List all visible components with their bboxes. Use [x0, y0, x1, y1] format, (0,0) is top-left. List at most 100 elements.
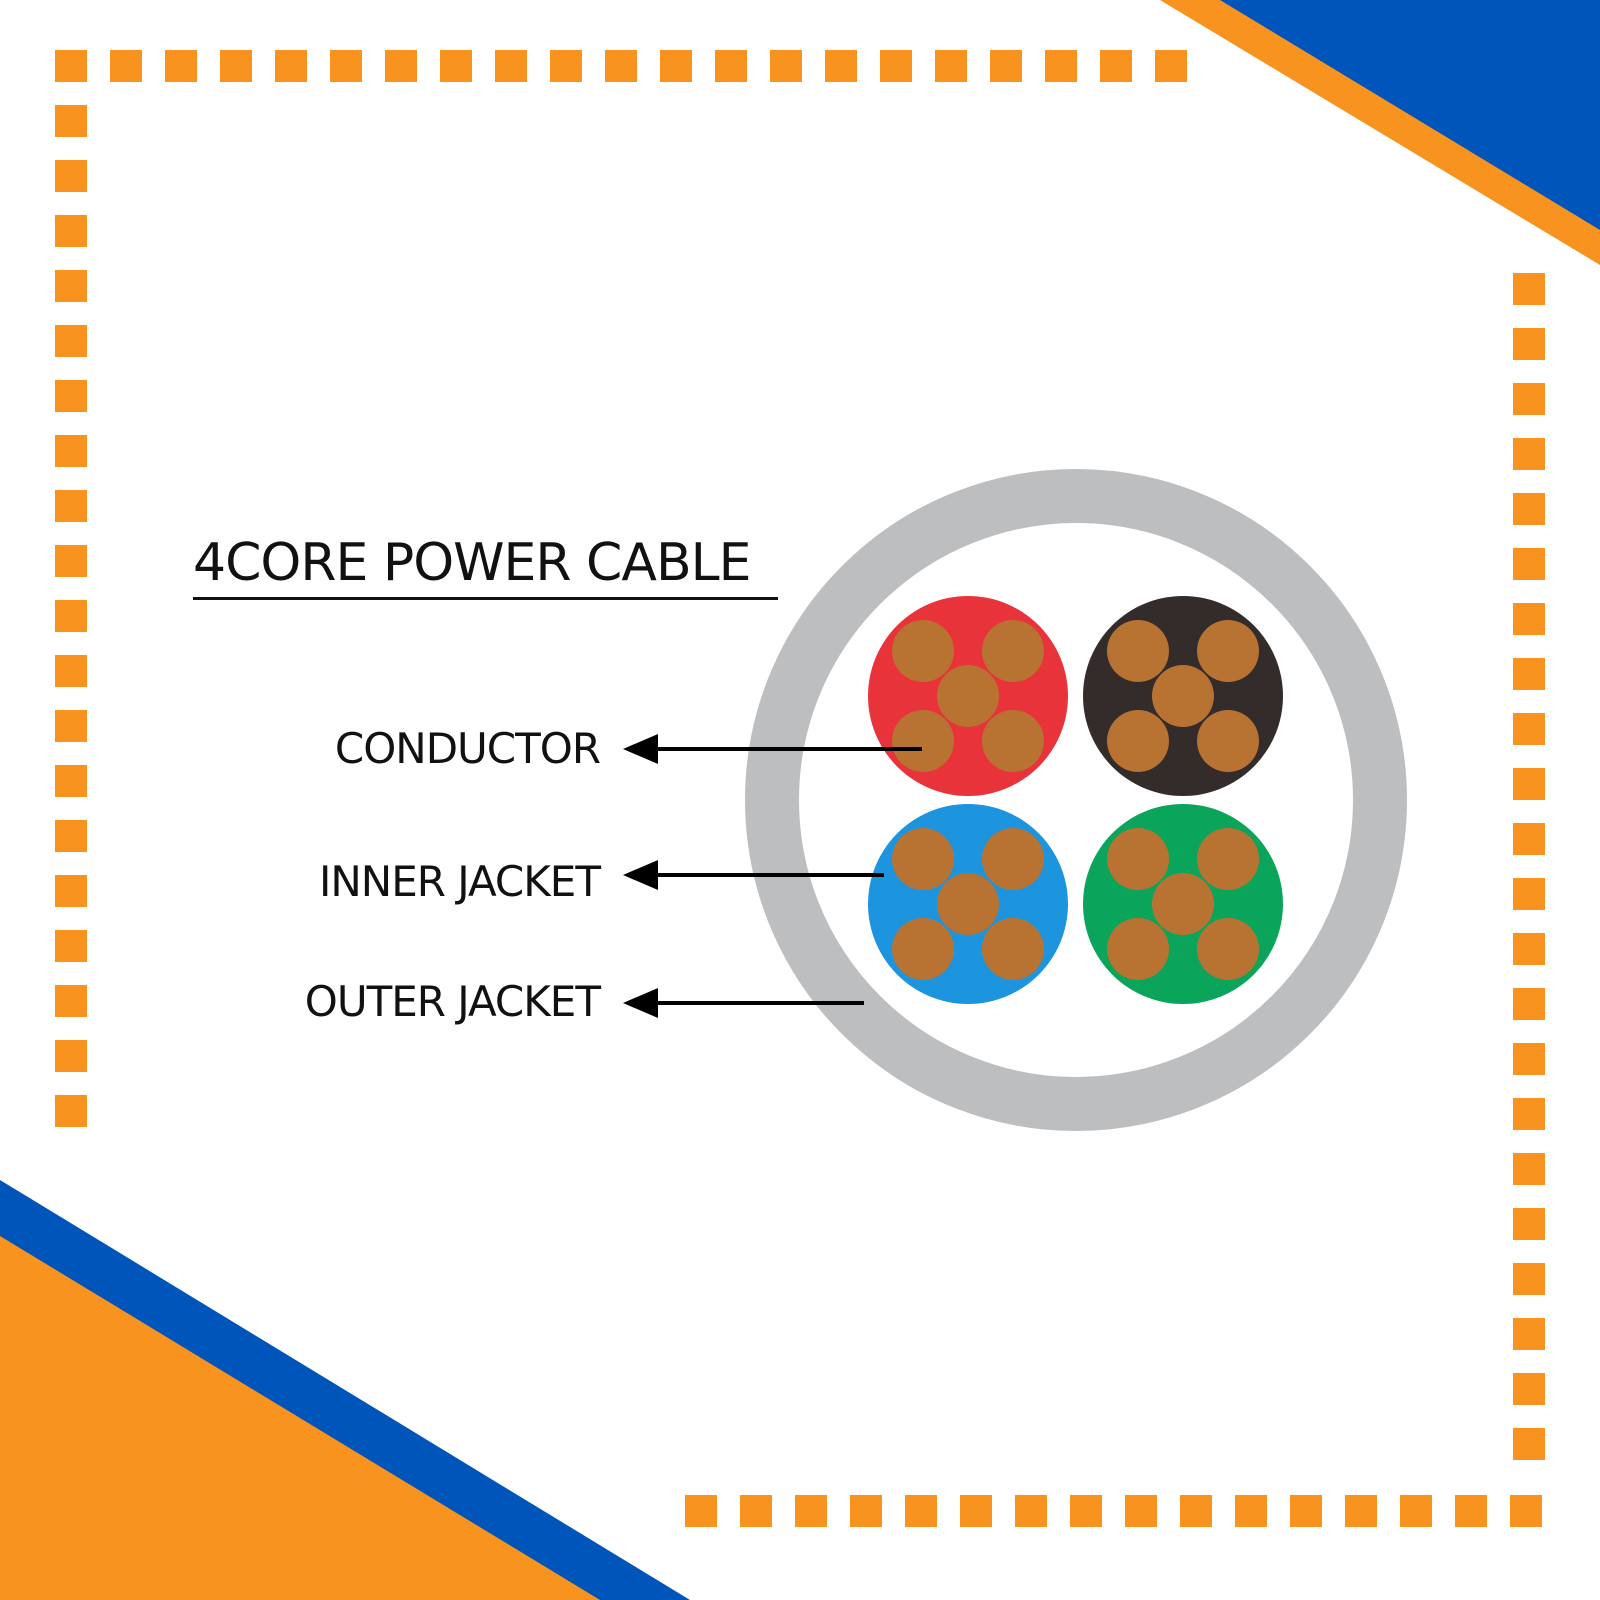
frame-dash-left: [55, 875, 87, 907]
conductor-strand: [937, 873, 999, 935]
frame-dash-bottom: [960, 1495, 992, 1527]
conductor-strand: [982, 620, 1044, 682]
outer-jacket-label: OUTER JACKET: [304, 977, 601, 1026]
frame-dash-top: [550, 50, 582, 82]
frame-dash-bottom: [1455, 1495, 1487, 1527]
frame-dash-right: [1513, 713, 1545, 745]
frame-dash-left: [55, 215, 87, 247]
conductor-strand: [892, 828, 954, 890]
conductor-strand: [982, 828, 1044, 890]
frame-dash-left: [55, 765, 87, 797]
frame-dash-top: [770, 50, 802, 82]
frame-dash-left: [55, 270, 87, 302]
corner-decoration-bottom-left: [0, 1180, 690, 1600]
frame-dash-top: [165, 50, 197, 82]
frame-dash-right: [1513, 768, 1545, 800]
conductor-strand: [1107, 620, 1169, 682]
conductor-strand: [892, 710, 954, 772]
frame-dash-bottom: [905, 1495, 937, 1527]
conductor-label: CONDUCTOR: [334, 724, 601, 773]
core-blue: [868, 804, 1068, 1004]
conductor-strand: [1107, 710, 1169, 772]
conductor-strand: [1107, 918, 1169, 980]
frame-dash-right: [1513, 933, 1545, 965]
frame-dash-top: [1155, 50, 1187, 82]
conductor-strand: [982, 710, 1044, 772]
frame-dash-bottom: [1125, 1495, 1157, 1527]
cores: [868, 596, 1283, 1004]
conductor-strand: [1107, 828, 1169, 890]
frame-dash-left: [55, 380, 87, 412]
cable-cross-section: [745, 469, 1407, 1131]
conductor-strand: [937, 665, 999, 727]
conductor-strand: [892, 918, 954, 980]
frame-dash-top: [495, 50, 527, 82]
frame-dash-top: [715, 50, 747, 82]
frame-dash-right: [1513, 1098, 1545, 1130]
frame-dash-bottom: [1015, 1495, 1047, 1527]
frame-dash-left: [55, 1095, 87, 1127]
conductor-strand: [1152, 665, 1214, 727]
dashed-frame: [55, 50, 1545, 1527]
frame-dash-top: [385, 50, 417, 82]
frame-dash-top: [1045, 50, 1077, 82]
frame-dash-left: [55, 545, 87, 577]
frame-dash-left: [55, 655, 87, 687]
frame-dash-bottom: [1510, 1495, 1542, 1527]
conductor-strand: [1197, 710, 1259, 772]
frame-dash-right: [1513, 1318, 1545, 1350]
frame-dash-top: [825, 50, 857, 82]
frame-dash-right: [1513, 658, 1545, 690]
frame-dash-top: [55, 50, 87, 82]
frame-dash-right: [1513, 548, 1545, 580]
outer-jacket-arrow: [623, 988, 864, 1018]
frame-dash-top: [440, 50, 472, 82]
outer-jacket-ring: [745, 469, 1407, 1131]
title-underline: [193, 597, 778, 600]
frame-dash-top: [605, 50, 637, 82]
frame-dash-bottom: [740, 1495, 772, 1527]
frame-dash-right: [1513, 1208, 1545, 1240]
frame-dash-left: [55, 710, 87, 742]
frame-dash-bottom: [1180, 1495, 1212, 1527]
frame-dash-right: [1513, 988, 1545, 1020]
frame-dash-bottom: [1290, 1495, 1322, 1527]
inner-jacket-arrow: [623, 860, 884, 890]
frame-dash-right: [1513, 1153, 1545, 1185]
frame-dash-top: [880, 50, 912, 82]
frame-dash-right: [1513, 273, 1545, 305]
conductor-strand: [982, 918, 1044, 980]
frame-dash-top: [660, 50, 692, 82]
frame-dash-right: [1513, 878, 1545, 910]
conductor-strand: [1197, 620, 1259, 682]
frame-dash-left: [55, 985, 87, 1017]
frame-dash-bottom: [685, 1495, 717, 1527]
frame-dash-right: [1513, 1263, 1545, 1295]
frame-dash-left: [55, 490, 87, 522]
conductor-strand: [892, 620, 954, 682]
page-title: 4CORE POWER CABLE: [193, 533, 751, 593]
frame-dash-top: [110, 50, 142, 82]
frame-dash-top: [1100, 50, 1132, 82]
frame-dash-left: [55, 325, 87, 357]
frame-dash-right: [1513, 823, 1545, 855]
frame-dash-left: [55, 820, 87, 852]
frame-dash-left: [55, 1040, 87, 1072]
frame-dash-top: [330, 50, 362, 82]
frame-dash-bottom: [795, 1495, 827, 1527]
corner-blue-triangle-top: [1220, 0, 1600, 230]
frame-dash-left: [55, 600, 87, 632]
leader-arrows: [623, 734, 922, 1018]
conductor-strand: [1197, 918, 1259, 980]
corner-orange-triangle-bottom: [0, 1236, 600, 1600]
conductor-strand: [1152, 873, 1214, 935]
frame-dash-right: [1513, 438, 1545, 470]
conductor-strand: [1197, 828, 1259, 890]
frame-dash-top: [275, 50, 307, 82]
frame-dash-bottom: [1070, 1495, 1102, 1527]
frame-dash-left: [55, 435, 87, 467]
frame-dash-left: [55, 930, 87, 962]
frame-dash-bottom: [1400, 1495, 1432, 1527]
frame-dash-right: [1513, 383, 1545, 415]
